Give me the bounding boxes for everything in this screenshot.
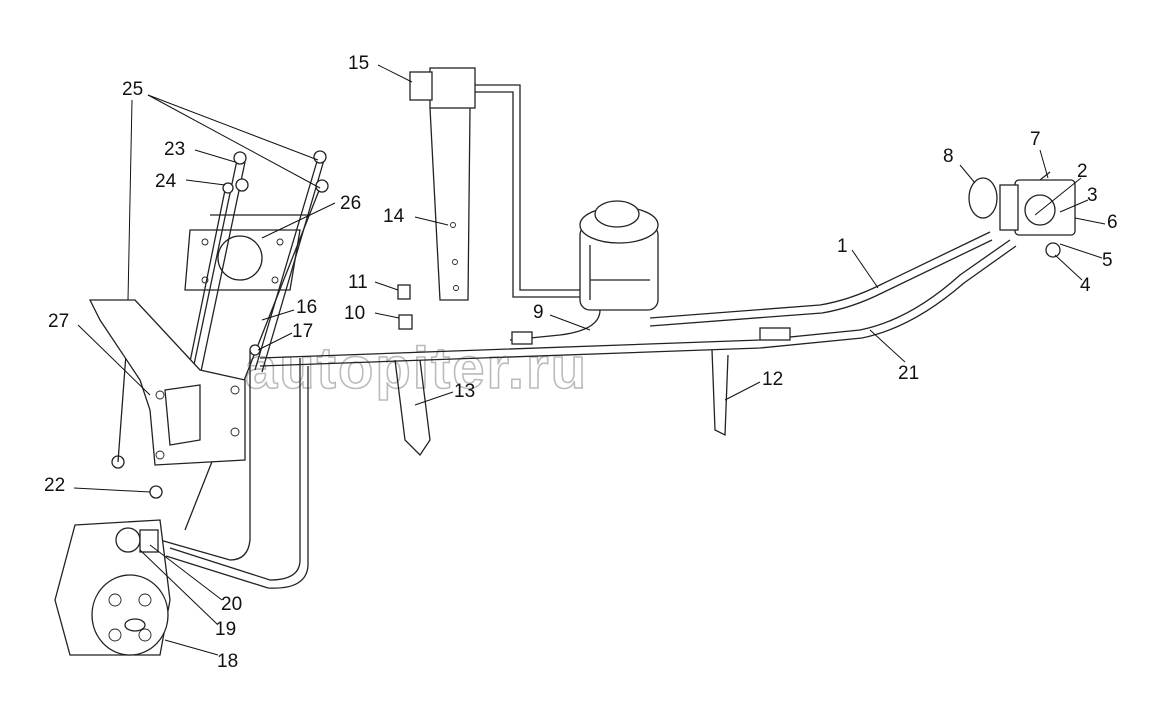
callout-20: 20 bbox=[221, 594, 242, 615]
callout-6: 6 bbox=[1107, 212, 1118, 233]
callout-2: 2 bbox=[1077, 161, 1088, 182]
pipe-1 bbox=[649, 231, 993, 327]
steering-pump bbox=[54, 519, 171, 656]
callout-9: 9 bbox=[533, 302, 544, 323]
callout-19: 19 bbox=[215, 619, 236, 640]
callout-17: 17 bbox=[292, 321, 313, 342]
leader-lines bbox=[73, 64, 1106, 656]
callout-10: 10 bbox=[344, 303, 365, 324]
callout-24: 24 bbox=[155, 171, 177, 192]
callout-labels: 25 23 24 26 15 14 11 10 16 17 27 9 13 12… bbox=[44, 53, 1118, 672]
bracket-14-15 bbox=[409, 67, 476, 301]
callout-3: 3 bbox=[1087, 185, 1098, 206]
watermark: autopiter.ru bbox=[245, 336, 588, 401]
clamp-11 bbox=[397, 284, 411, 300]
callout-7: 7 bbox=[1030, 129, 1041, 150]
callout-15: 15 bbox=[348, 53, 369, 74]
callout-25: 25 bbox=[122, 79, 143, 100]
callout-4: 4 bbox=[1080, 275, 1091, 296]
clamp-10 bbox=[398, 314, 413, 330]
bracket-13 bbox=[394, 359, 431, 457]
callout-12: 12 bbox=[762, 369, 783, 390]
callout-16: 16 bbox=[296, 297, 317, 318]
hose-to-pump bbox=[159, 350, 309, 589]
callout-5: 5 bbox=[1102, 250, 1113, 271]
callout-26: 26 bbox=[340, 193, 361, 214]
callout-13: 13 bbox=[454, 381, 475, 402]
pipe-21 bbox=[259, 239, 1017, 367]
callout-23: 23 bbox=[164, 139, 185, 160]
fitting bbox=[759, 327, 791, 341]
steering-gear bbox=[968, 171, 1076, 258]
callout-1: 1 bbox=[837, 236, 848, 257]
callout-21: 21 bbox=[898, 363, 919, 384]
bracket-12 bbox=[711, 349, 729, 437]
callout-8: 8 bbox=[943, 146, 954, 167]
reservoir-hose bbox=[475, 84, 585, 291]
mounting-plate bbox=[184, 214, 310, 291]
reservoir bbox=[509, 200, 659, 341]
callout-22: 22 bbox=[44, 475, 65, 496]
callout-18: 18 bbox=[217, 651, 238, 672]
bracket-27 bbox=[88, 299, 261, 466]
callout-14: 14 bbox=[383, 206, 405, 227]
callout-11: 11 bbox=[348, 272, 368, 293]
callout-27: 27 bbox=[48, 311, 69, 332]
